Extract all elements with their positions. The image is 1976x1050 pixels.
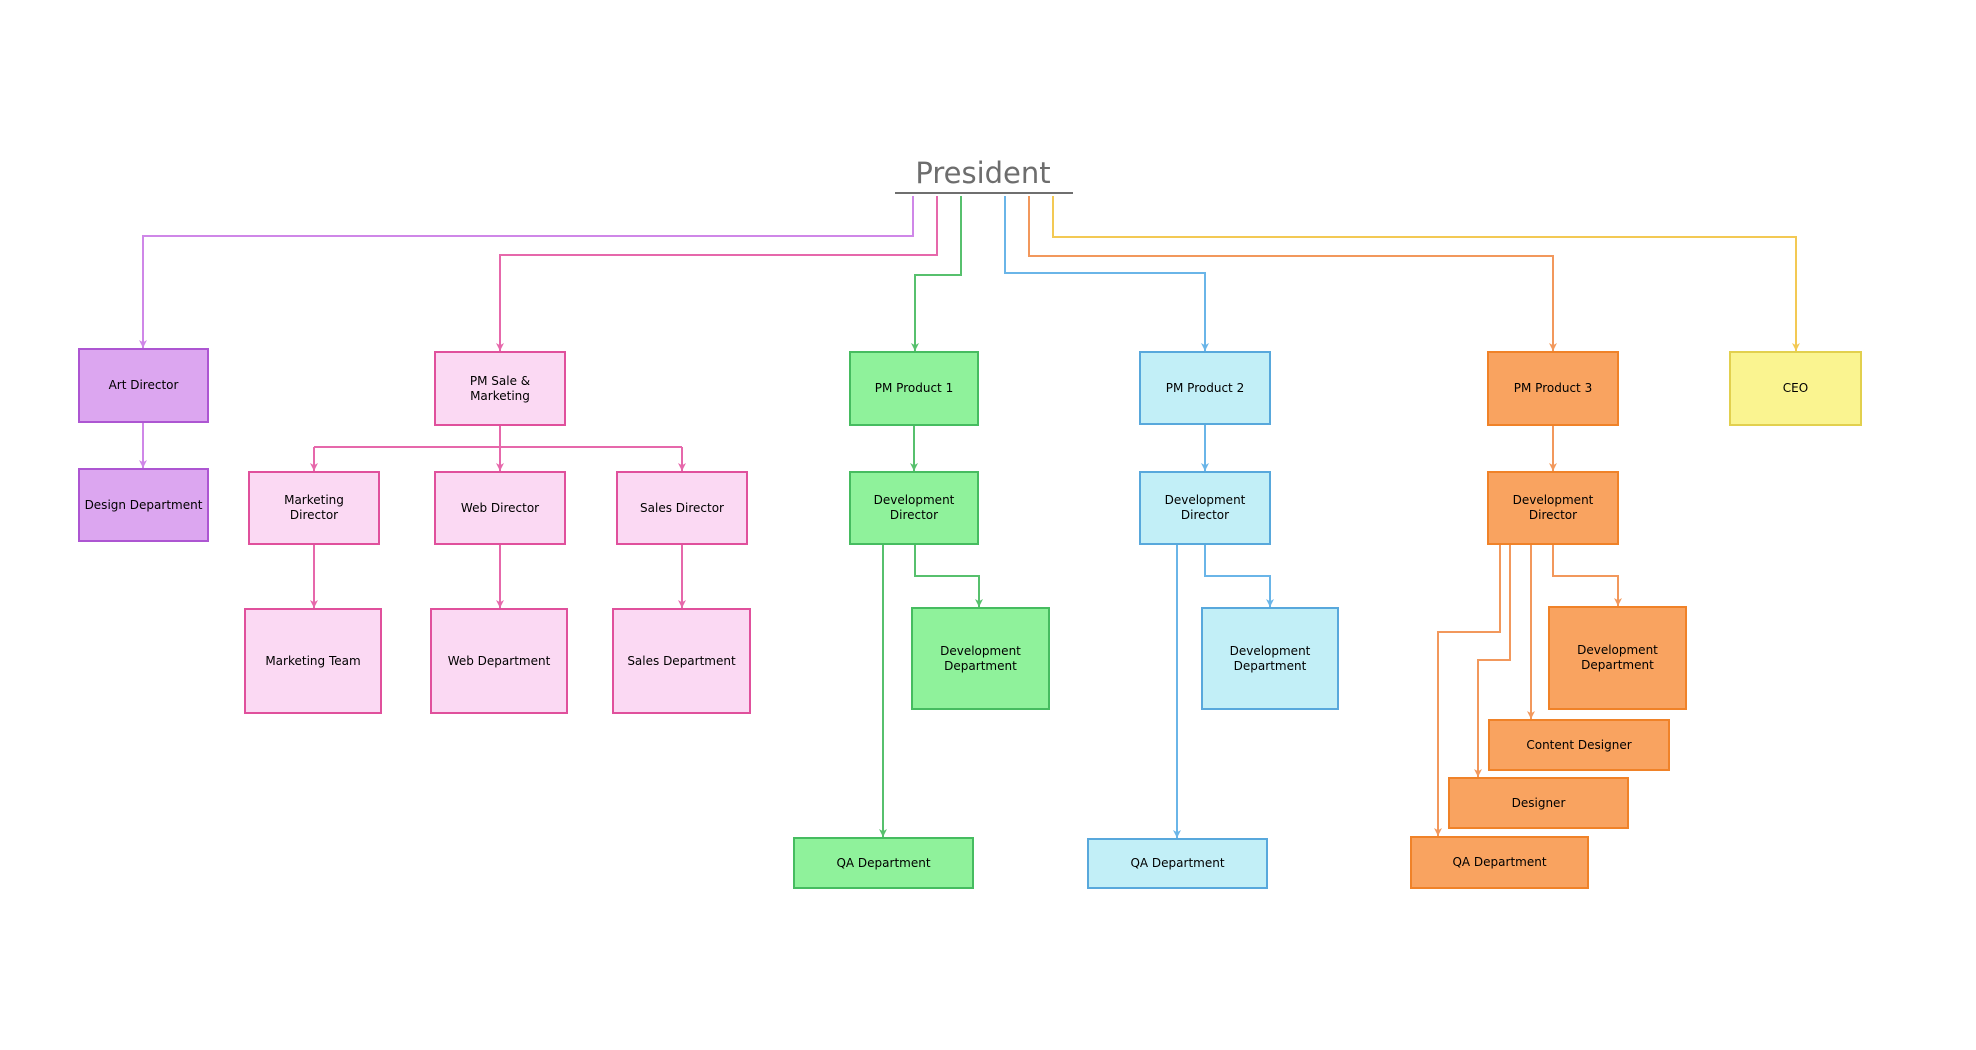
node-label: Development Director — [1512, 493, 1594, 522]
node-pm-product-1[interactable]: PM Product 1 — [849, 351, 979, 426]
node-label: QA Department — [836, 855, 931, 870]
node-label: Designer — [1511, 795, 1566, 810]
node-label: Art Director — [108, 378, 179, 392]
president-underline — [895, 192, 1073, 194]
node-content-designer[interactable]: Content Designer — [1488, 719, 1670, 771]
node-label: Marketing Team — [265, 653, 361, 668]
node-label: Development Director — [1164, 493, 1246, 522]
node-pm-product-3[interactable]: PM Product 3 — [1487, 351, 1619, 426]
node-qa-department-2[interactable]: QA Department — [1087, 838, 1268, 889]
node-development-director-1[interactable]: Development Director — [849, 471, 979, 545]
node-label: Sales Department — [627, 653, 736, 668]
node-sales-department[interactable]: Sales Department — [612, 608, 751, 714]
node-development-director-3[interactable]: Development Director — [1487, 471, 1619, 545]
node-design-department[interactable]: Design Department — [78, 468, 209, 542]
node-label: Development Department — [940, 643, 1021, 673]
node-marketing-director[interactable]: Marketing Director — [248, 471, 380, 545]
node-web-department[interactable]: Web Department — [430, 608, 568, 714]
node-web-director[interactable]: Web Director — [434, 471, 566, 545]
node-ceo[interactable]: CEO — [1729, 351, 1862, 426]
node-label: QA Department — [1452, 855, 1547, 869]
node-label: Development Department — [1577, 643, 1658, 672]
node-label: Development Department — [1229, 643, 1311, 673]
node-label: PM Product 2 — [1165, 380, 1245, 395]
node-pm-product-2[interactable]: PM Product 2 — [1139, 351, 1271, 425]
node-label: QA Department — [1130, 856, 1225, 870]
node-development-department-2[interactable]: Development Department — [1201, 607, 1339, 710]
node-qa-department-1[interactable]: QA Department — [793, 837, 974, 889]
president-title: President — [915, 156, 1051, 190]
node-label: CEO — [1782, 381, 1809, 395]
node-label: PM Product 3 — [1513, 381, 1593, 395]
node-label: Development Director — [873, 493, 955, 522]
node-label: Sales Director — [640, 500, 724, 515]
node-label: Content Designer — [1526, 737, 1632, 752]
node-label: Web Director — [460, 500, 540, 515]
node-designer[interactable]: Designer — [1448, 777, 1629, 829]
node-pm-sale-marketing[interactable]: PM Sale & Marketing — [434, 351, 566, 426]
node-development-director-2[interactable]: Development Director — [1139, 471, 1271, 545]
node-sales-director[interactable]: Sales Director — [616, 471, 748, 545]
node-label: PM Product 1 — [874, 381, 954, 395]
node-label: Web Department — [447, 653, 551, 668]
node-qa-department-3[interactable]: QA Department — [1410, 836, 1589, 889]
node-development-department-1[interactable]: Development Department — [911, 607, 1050, 710]
node-development-department-3[interactable]: Development Department — [1548, 606, 1687, 710]
node-label: PM Sale & Marketing — [469, 373, 531, 403]
node-label: Design Department — [84, 497, 203, 512]
node-label: Marketing Director — [284, 493, 344, 522]
node-art-director[interactable]: Art Director — [78, 348, 209, 423]
node-marketing-team[interactable]: Marketing Team — [244, 608, 382, 714]
